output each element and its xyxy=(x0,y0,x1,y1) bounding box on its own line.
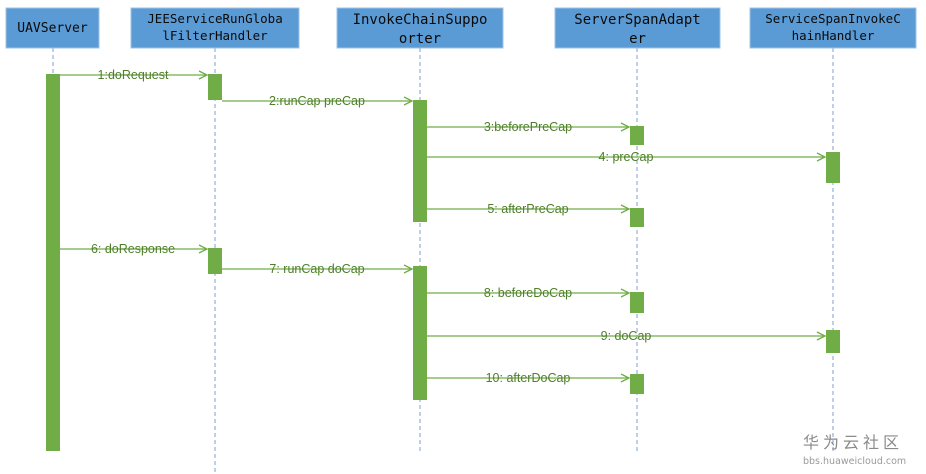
participant-jee-label-line2: lFilterHandler xyxy=(162,28,268,43)
participant-span-box xyxy=(554,7,721,49)
participant-uav-box xyxy=(5,7,100,49)
participant-handler: ServiceSpanInvokeC hainHandler xyxy=(749,7,917,49)
message-10: 10: afterDoCap xyxy=(427,371,631,385)
message-10-arrowhead xyxy=(620,373,631,383)
activation-invoke-2 xyxy=(413,266,427,400)
message-5: 5: afterPreCap xyxy=(427,202,631,216)
activation-invoke-1 xyxy=(413,100,427,222)
participant-jee: JEEServiceRunGloba lFilterHandler xyxy=(130,7,300,49)
message-9: 9: doCap xyxy=(427,329,827,343)
participant-span: ServerSpanAdapt er xyxy=(554,7,721,49)
watermark: 华为云社区 bbs.huaweicloud.com xyxy=(803,433,906,467)
message-3-arrowhead xyxy=(620,122,631,132)
participant-handler-label-line2: hainHandler xyxy=(792,28,875,43)
message-4-label: 4: preCap xyxy=(599,150,654,164)
activation-span-1 xyxy=(630,126,644,145)
message-7: 7: runCap doCap xyxy=(222,262,414,276)
message-7-label: 7: runCap doCap xyxy=(269,262,364,276)
activation-span-4 xyxy=(630,374,644,394)
activation-span-2 xyxy=(630,208,644,227)
participant-uav-label: UAVServer xyxy=(17,21,88,36)
message-5-arrowhead xyxy=(620,204,631,214)
message-9-arrowhead xyxy=(816,331,827,341)
message-2-label: 2:runCap preCap xyxy=(269,94,365,108)
message-2: 2:runCap preCap xyxy=(222,94,414,108)
participant-jee-label-line1: JEEServiceRunGloba xyxy=(147,11,282,26)
activation-handler-2 xyxy=(826,330,840,353)
activation-handler-1 xyxy=(826,152,840,183)
message-4: 4: preCap xyxy=(427,150,827,164)
message-8-arrowhead xyxy=(620,288,631,298)
activations xyxy=(46,74,840,451)
message-7-arrowhead xyxy=(403,264,414,274)
message-6-label: 6: doResponse xyxy=(91,242,175,256)
message-1-arrowhead xyxy=(198,70,209,80)
participant-handler-box xyxy=(749,7,917,49)
message-3: 3:beforePreCap xyxy=(427,120,631,134)
message-8: 8: beforeDoCap xyxy=(427,286,631,300)
message-2-arrowhead xyxy=(403,96,414,106)
participant-handler-label-line1: ServiceSpanInvokeC xyxy=(765,11,900,26)
activation-span-3 xyxy=(630,292,644,313)
watermark-url: bbs.huaweicloud.com xyxy=(803,456,906,467)
activation-jee-1 xyxy=(208,74,222,100)
message-6: 6: doResponse xyxy=(60,242,209,256)
message-8-label: 8: beforeDoCap xyxy=(484,286,572,300)
message-3-label: 3:beforePreCap xyxy=(484,120,572,134)
message-1: 1:doRequest xyxy=(60,68,209,82)
message-6-arrowhead xyxy=(198,244,209,254)
participant-invoke-label-line2: orter xyxy=(399,31,441,47)
participant-invoke: InvokeChainSuppo orter xyxy=(336,7,504,49)
activation-jee-2 xyxy=(208,248,222,274)
participant-uav: UAVServer xyxy=(5,7,100,49)
message-4-arrowhead xyxy=(816,152,827,162)
participant-jee-box xyxy=(130,7,300,49)
activation-uav xyxy=(46,74,60,451)
watermark-name: 华为云社区 xyxy=(803,433,903,452)
message-5-label: 5: afterPreCap xyxy=(487,202,568,216)
message-10-label: 10: afterDoCap xyxy=(486,371,571,385)
participant-invoke-label-line1: InvokeChainSuppo xyxy=(353,12,488,28)
participant-invoke-box xyxy=(336,7,504,49)
message-1-label: 1:doRequest xyxy=(98,68,169,82)
lifelines xyxy=(52,48,834,472)
message-9-label: 9: doCap xyxy=(601,329,652,343)
participant-span-label-line1: ServerSpanAdapt xyxy=(574,12,700,28)
participant-span-label-line2: er xyxy=(629,31,646,47)
